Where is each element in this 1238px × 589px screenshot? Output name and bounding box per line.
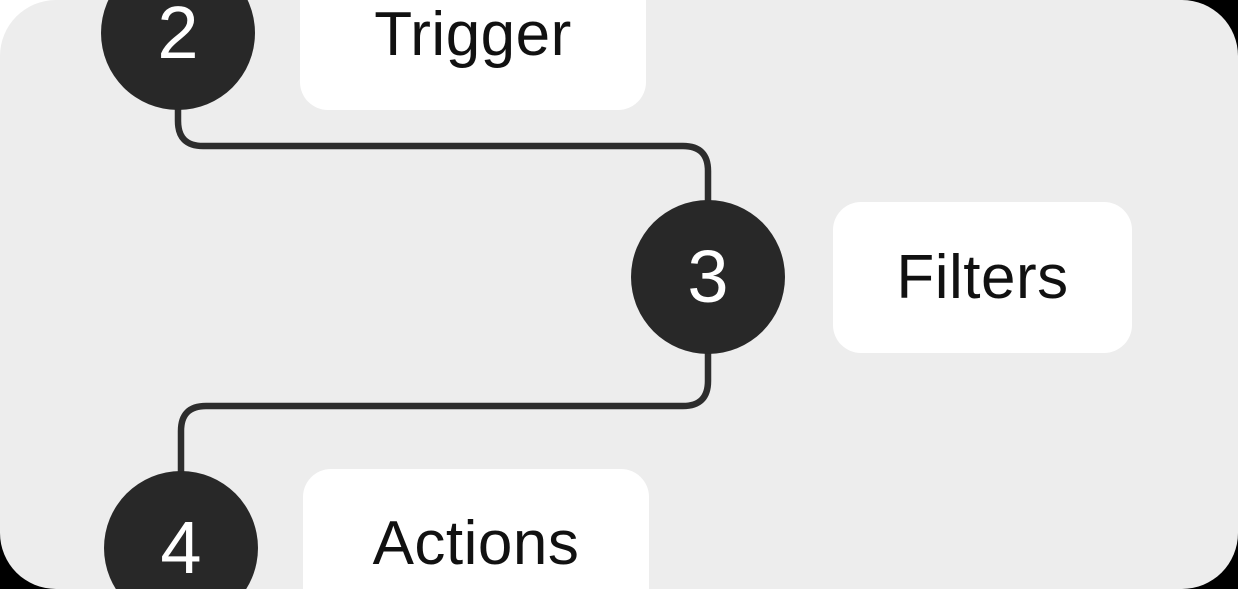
step-3-number: 3: [687, 235, 729, 318]
step-4-number-badge[interactable]: 4: [104, 471, 258, 589]
step-trigger-card[interactable]: Trigger: [300, 0, 646, 110]
step-actions-card[interactable]: Actions: [303, 469, 649, 589]
step-3-number-badge[interactable]: 3: [631, 200, 785, 354]
step-filters-card[interactable]: Filters: [833, 202, 1132, 353]
step-4-number: 4: [160, 506, 202, 589]
connector-trigger-to-filters: [174, 104, 712, 206]
step-2-number-badge[interactable]: 2: [101, 0, 255, 110]
connector-filters-to-actions: [177, 348, 712, 475]
step-filters-label: Filters: [896, 242, 1069, 312]
step-2-number: 2: [157, 0, 199, 74]
step-trigger-label: Trigger: [374, 0, 572, 69]
step-actions-label: Actions: [372, 509, 580, 578]
